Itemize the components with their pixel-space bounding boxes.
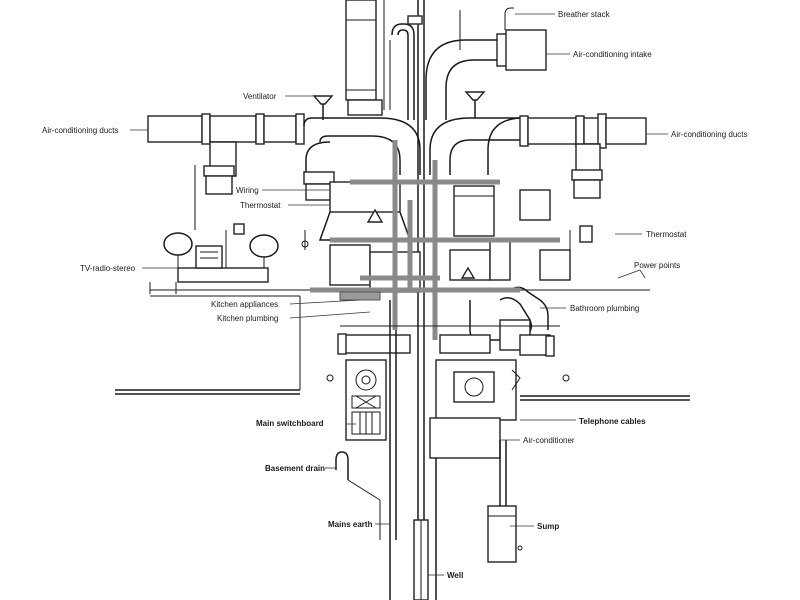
labels: Breather stack Air-conditioning intake V… (42, 10, 747, 580)
label-kitchen-appliances: Kitchen appliances (211, 300, 278, 309)
leader-lines (130, 13, 668, 576)
sump (487, 440, 523, 563)
well (413, 519, 429, 600)
label-tv-radio-stereo: TV-radio-stereo (80, 264, 136, 273)
label-power-points: Power points (634, 261, 680, 270)
label-well: Well (447, 571, 463, 580)
label-thermostat-right: Thermostat (646, 230, 687, 239)
label-kitchen-plumbing: Kitchen plumbing (217, 314, 278, 323)
label-thermostat-left: Thermostat (240, 201, 281, 210)
switchboard (345, 300, 397, 600)
grey-services (310, 140, 560, 340)
label-ac-ducts-right: Air-conditioning ducts (671, 130, 747, 139)
label-ac-ducts-left: Air-conditioning ducts (42, 126, 118, 135)
label-main-switchboard: Main switchboard (256, 419, 324, 428)
vertical-stacks (345, 0, 547, 600)
label-sump: Sump (537, 522, 559, 531)
air-conditioner-unit (429, 359, 521, 600)
label-ac-intake: Air-conditioning intake (573, 50, 652, 59)
label-telephone-cables: Telephone cables (579, 417, 646, 426)
label-ventilator: Ventilator (243, 92, 277, 101)
ventilators (312, 91, 486, 120)
label-mains-earth: Mains earth (328, 520, 373, 529)
label-breather-stack: Breather stack (558, 10, 611, 19)
kitchen-counter (149, 223, 279, 294)
label-wiring: Wiring (236, 186, 259, 195)
label-air-conditioner: Air-conditioner (523, 436, 575, 445)
ac-ducts (147, 113, 647, 201)
label-basement-drain: Basement drain (265, 464, 325, 473)
central-core (301, 181, 593, 356)
lower-floor-fittings (326, 325, 570, 382)
label-bathroom-plumbing: Bathroom plumbing (570, 304, 639, 313)
basement-drain (335, 451, 381, 540)
